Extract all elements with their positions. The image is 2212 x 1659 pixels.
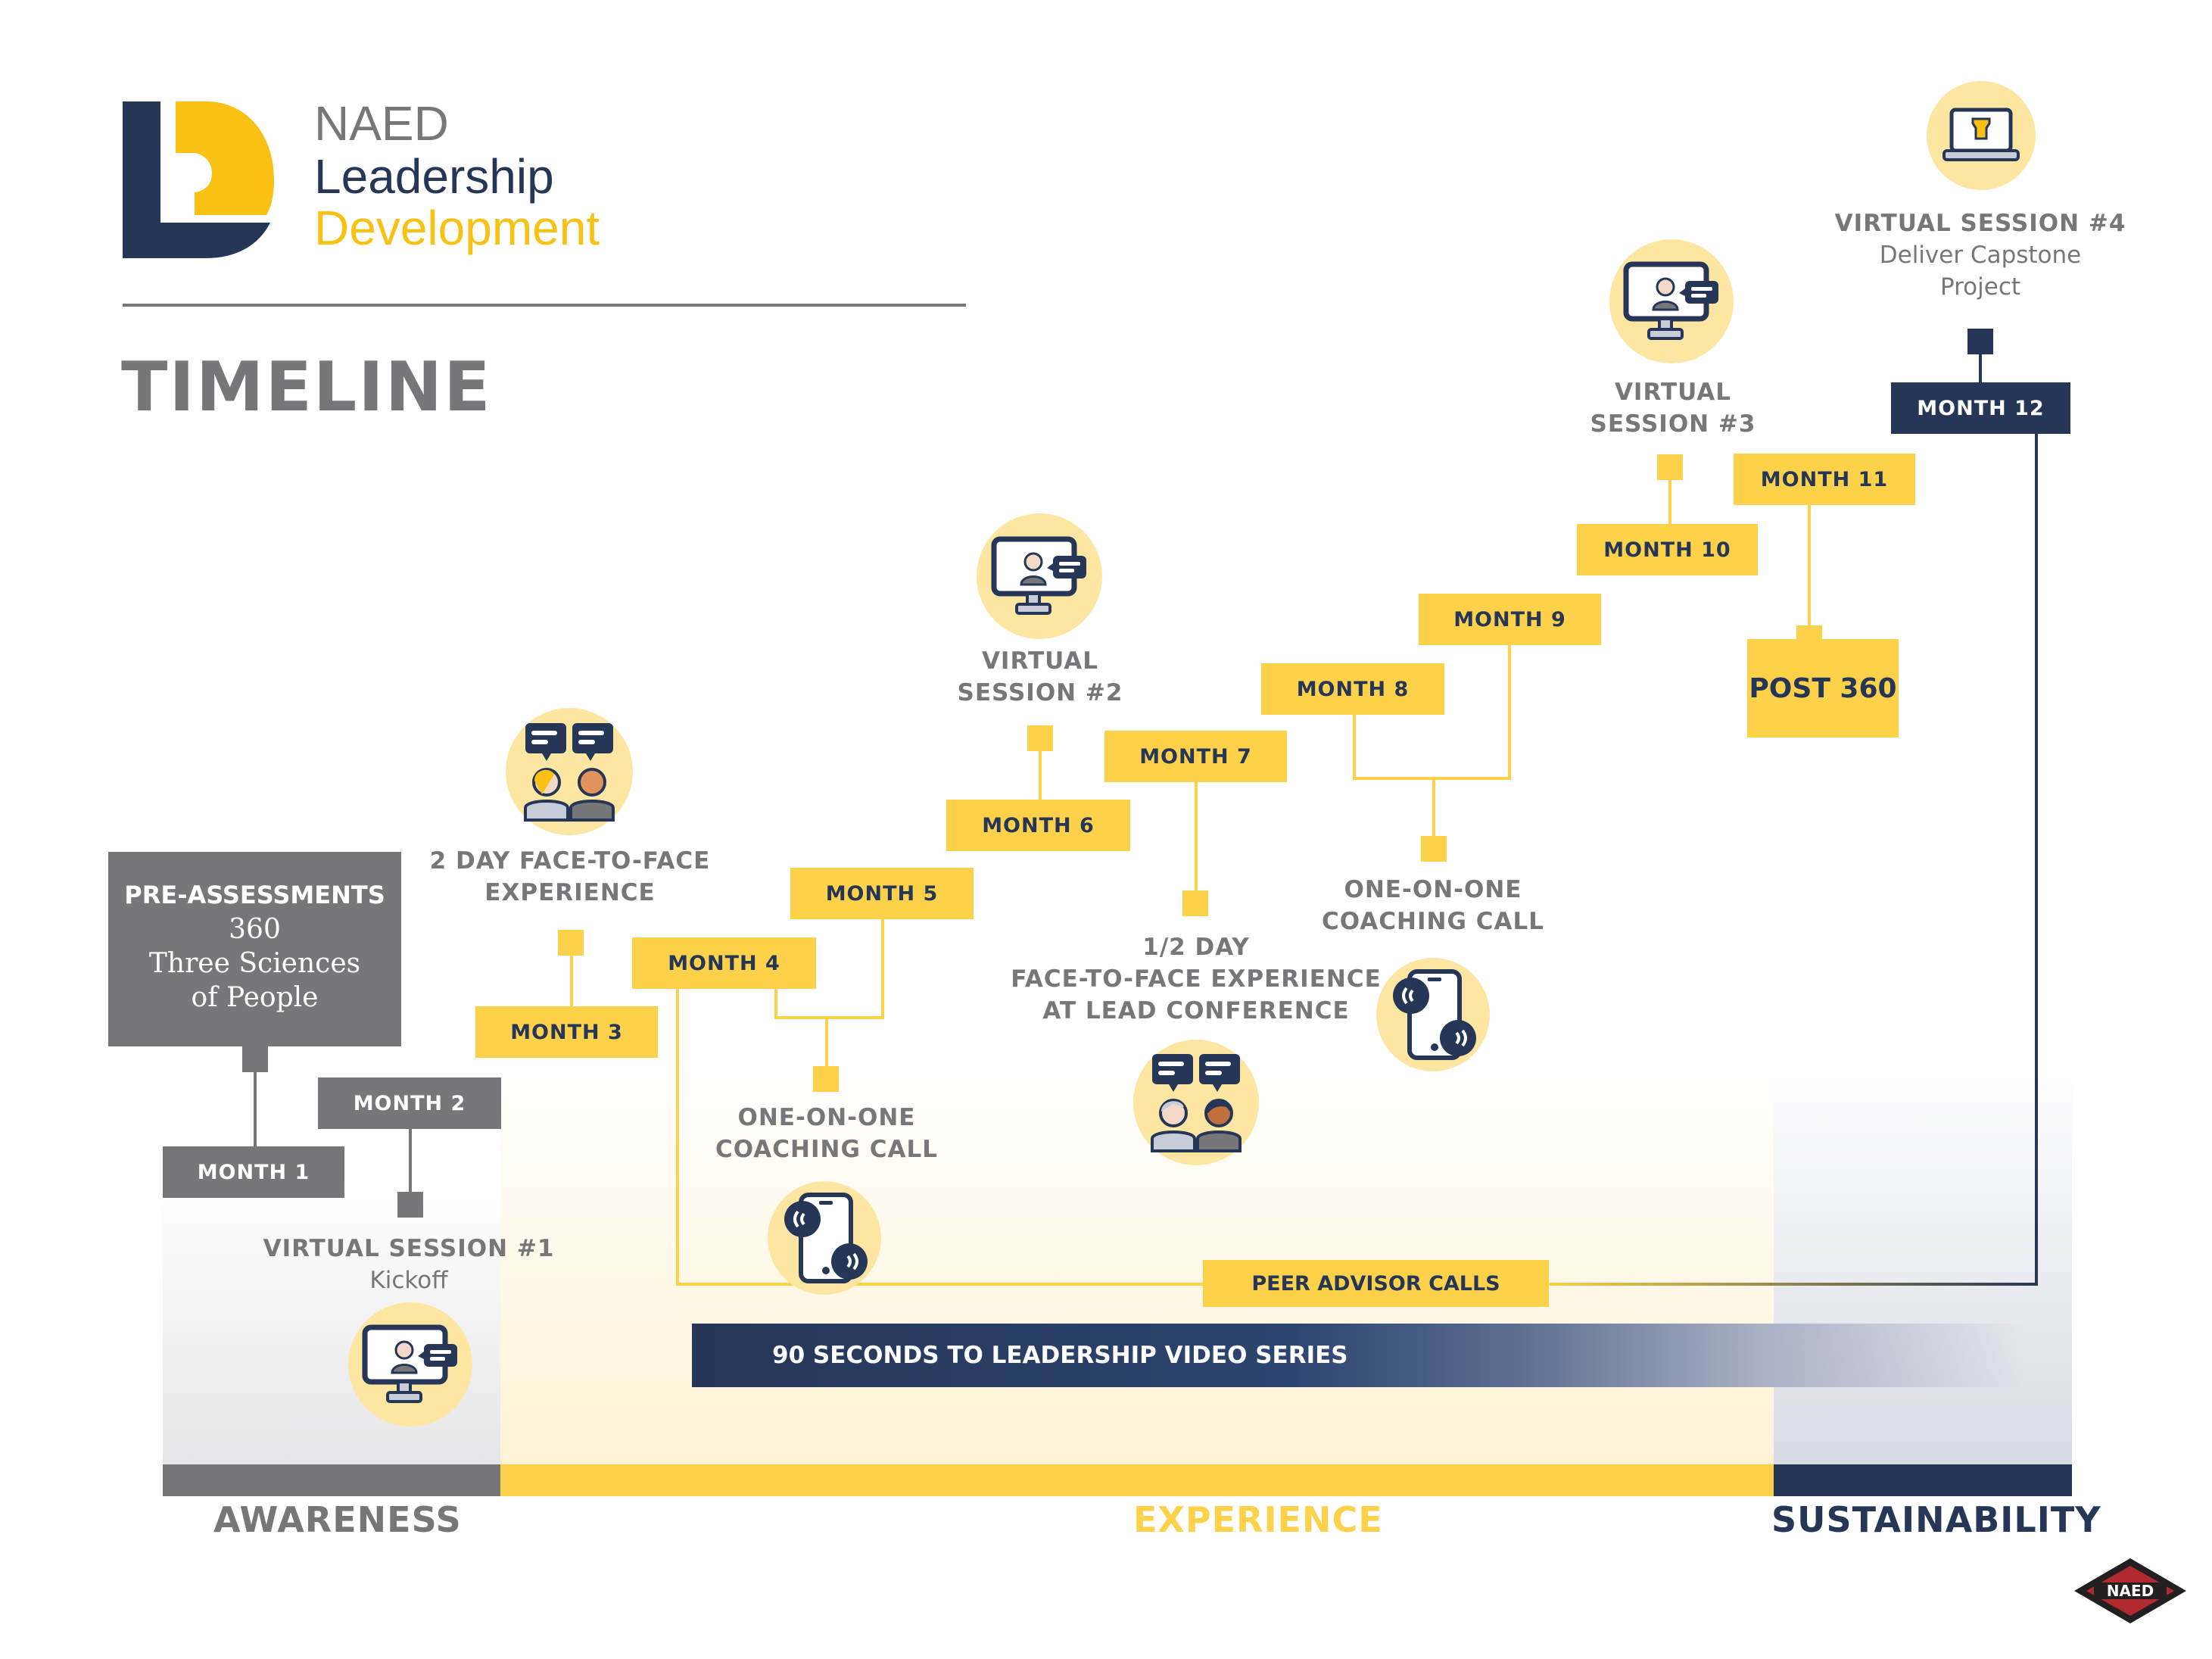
virtual-session-4-subtitle: Project xyxy=(1939,273,2021,301)
virtual-session-4-subtitle: Deliver Capstone xyxy=(1879,242,2082,269)
pre-assessments-box: PRE-ASSESSMENTS 360 Three Sciences of Pe… xyxy=(108,852,401,1046)
connector-line xyxy=(825,1016,828,1068)
peer-advisor-line xyxy=(1544,1283,2038,1286)
virtual-session-4-title: VIRTUAL SESSION #4 xyxy=(1834,210,2126,237)
connector-node xyxy=(1657,454,1683,480)
video-conference-icon xyxy=(1623,261,1718,340)
connector-line xyxy=(1432,777,1435,837)
connector-line xyxy=(1668,477,1671,525)
coaching-call-2-line2: COACHING CALL xyxy=(1322,908,1544,935)
virtual-session-3-line2: SESSION #3 xyxy=(1590,410,1756,438)
month-4: MONTH 4 xyxy=(632,937,816,989)
virtual-session-1-icon-circle xyxy=(348,1302,472,1427)
connector-line xyxy=(254,1060,257,1146)
coaching-call-1-line2: COACHING CALL xyxy=(715,1136,938,1163)
month-8: MONTH 8 xyxy=(1261,663,1444,715)
connector-line xyxy=(1195,782,1198,892)
connector-line xyxy=(1039,750,1042,801)
two-people-talking-icon xyxy=(1151,1054,1242,1152)
brand-naed: NAED xyxy=(314,96,449,151)
phase-label-sustainability: SUSTAINABILITY xyxy=(1771,1499,2101,1540)
connector-node xyxy=(1182,890,1208,916)
virtual-session-3-icon-circle xyxy=(1609,239,1734,363)
connector-node xyxy=(813,1066,839,1092)
laptop-keystone-icon xyxy=(1943,108,2020,161)
pre-assessments-line: of People xyxy=(191,982,319,1013)
brand-leadership: Leadership xyxy=(314,149,554,204)
leadership-development-logo-mark xyxy=(123,101,274,258)
two-people-talking-icon xyxy=(524,723,615,822)
connector-node xyxy=(1421,836,1447,862)
connector-line xyxy=(409,1129,412,1197)
coaching-call-1-line1: ONE-ON-ONE xyxy=(737,1104,916,1131)
phase-label-awareness: AWARENESS xyxy=(213,1499,462,1540)
peer-advisor-line xyxy=(676,989,679,1286)
awareness-bar xyxy=(163,1464,500,1496)
connector-line xyxy=(1808,505,1811,628)
month-2: MONTH 2 xyxy=(318,1077,501,1129)
virtual-session-1-title: VIRTUAL SESSION #1 xyxy=(263,1235,555,1262)
month-1: MONTH 1 xyxy=(163,1146,344,1198)
month-5: MONTH 5 xyxy=(790,868,974,919)
coaching-call-1-icon-circle xyxy=(768,1181,881,1295)
month-3: MONTH 3 xyxy=(475,1006,658,1058)
naed-footer-logo: NAED xyxy=(2074,1558,2186,1623)
face-to-face-2day-line1: 2 DAY FACE-TO-FACE xyxy=(429,847,711,875)
peer-advisor-calls-box: PEER ADVISOR CALLS xyxy=(1203,1260,1549,1307)
month-9: MONTH 9 xyxy=(1419,594,1601,645)
face-to-face-2day-icon-circle xyxy=(506,708,633,835)
brand-development: Development xyxy=(314,201,600,255)
coaching-call-2-line1: ONE-ON-ONE xyxy=(1344,876,1522,903)
video-series-bar: 90 SECONDS TO LEADERSHIP VIDEO SERIES xyxy=(692,1324,2024,1387)
connector-line xyxy=(1979,353,1982,383)
connector-line xyxy=(1353,715,1356,780)
header-divider xyxy=(123,304,966,307)
connector-line xyxy=(1508,645,1511,780)
connector-node xyxy=(397,1192,423,1218)
virtual-session-2-line2: SESSION #2 xyxy=(957,679,1123,706)
video-conference-icon xyxy=(991,536,1086,615)
virtual-session-2-icon-circle xyxy=(977,513,1102,639)
smartphone-call-icon xyxy=(784,1193,868,1283)
pre-assessments-line: Three Sciences xyxy=(148,948,361,979)
pre-assessments-title: PRE-ASSESSMENTS xyxy=(124,881,385,909)
sustainability-background xyxy=(1774,1060,2072,1464)
virtual-session-2-line1: VIRTUAL xyxy=(981,647,1099,675)
face-to-face-half-icon-circle xyxy=(1133,1040,1259,1165)
peer-advisor-line xyxy=(676,1283,1206,1286)
month-10: MONTH 10 xyxy=(1577,524,1758,575)
sustainability-bar xyxy=(1774,1464,2072,1496)
connector-line xyxy=(881,919,884,1019)
virtual-session-3-line1: VIRTUAL xyxy=(1614,379,1732,406)
phase-label-experience: EXPERIENCE xyxy=(1133,1499,1383,1540)
experience-background xyxy=(500,1060,1774,1464)
connector-line xyxy=(1353,777,1511,780)
face-to-face-half-line1: 1/2 DAY xyxy=(1142,934,1250,961)
video-series-label: 90 SECONDS TO LEADERSHIP VIDEO SERIES xyxy=(772,1342,1348,1369)
coaching-call-2-icon-circle xyxy=(1376,958,1490,1071)
face-to-face-half-line2: FACE-TO-FACE EXPERIENCE xyxy=(1011,965,1382,993)
connector-node xyxy=(558,930,584,956)
connector-node xyxy=(1027,725,1053,751)
post-360-box: POST 360 xyxy=(1747,639,1899,738)
month-11: MONTH 11 xyxy=(1734,454,1915,505)
connector-line xyxy=(774,989,777,1019)
face-to-face-half-line3: AT LEAD CONFERENCE xyxy=(1042,997,1350,1024)
month-12: MONTH 12 xyxy=(1891,382,2070,434)
sustainability-line xyxy=(2035,434,2038,1285)
month-7: MONTH 7 xyxy=(1104,731,1287,782)
smartphone-call-icon xyxy=(1393,969,1476,1060)
pre-assessments-line: 360 xyxy=(229,914,281,945)
connector-node xyxy=(1967,329,1993,354)
page-title: TIMELINE xyxy=(121,348,492,427)
naed-footer-text: NAED xyxy=(2107,1582,2154,1600)
virtual-session-1-subtitle: Kickoff xyxy=(369,1267,448,1294)
month-6: MONTH 6 xyxy=(946,800,1130,851)
video-conference-icon xyxy=(362,1324,457,1403)
face-to-face-2day-line2: EXPERIENCE xyxy=(484,879,656,906)
experience-bar xyxy=(500,1464,1774,1496)
connector-line xyxy=(774,1016,884,1019)
connector-line xyxy=(570,953,573,1007)
virtual-session-4-icon-circle xyxy=(1927,81,2036,190)
